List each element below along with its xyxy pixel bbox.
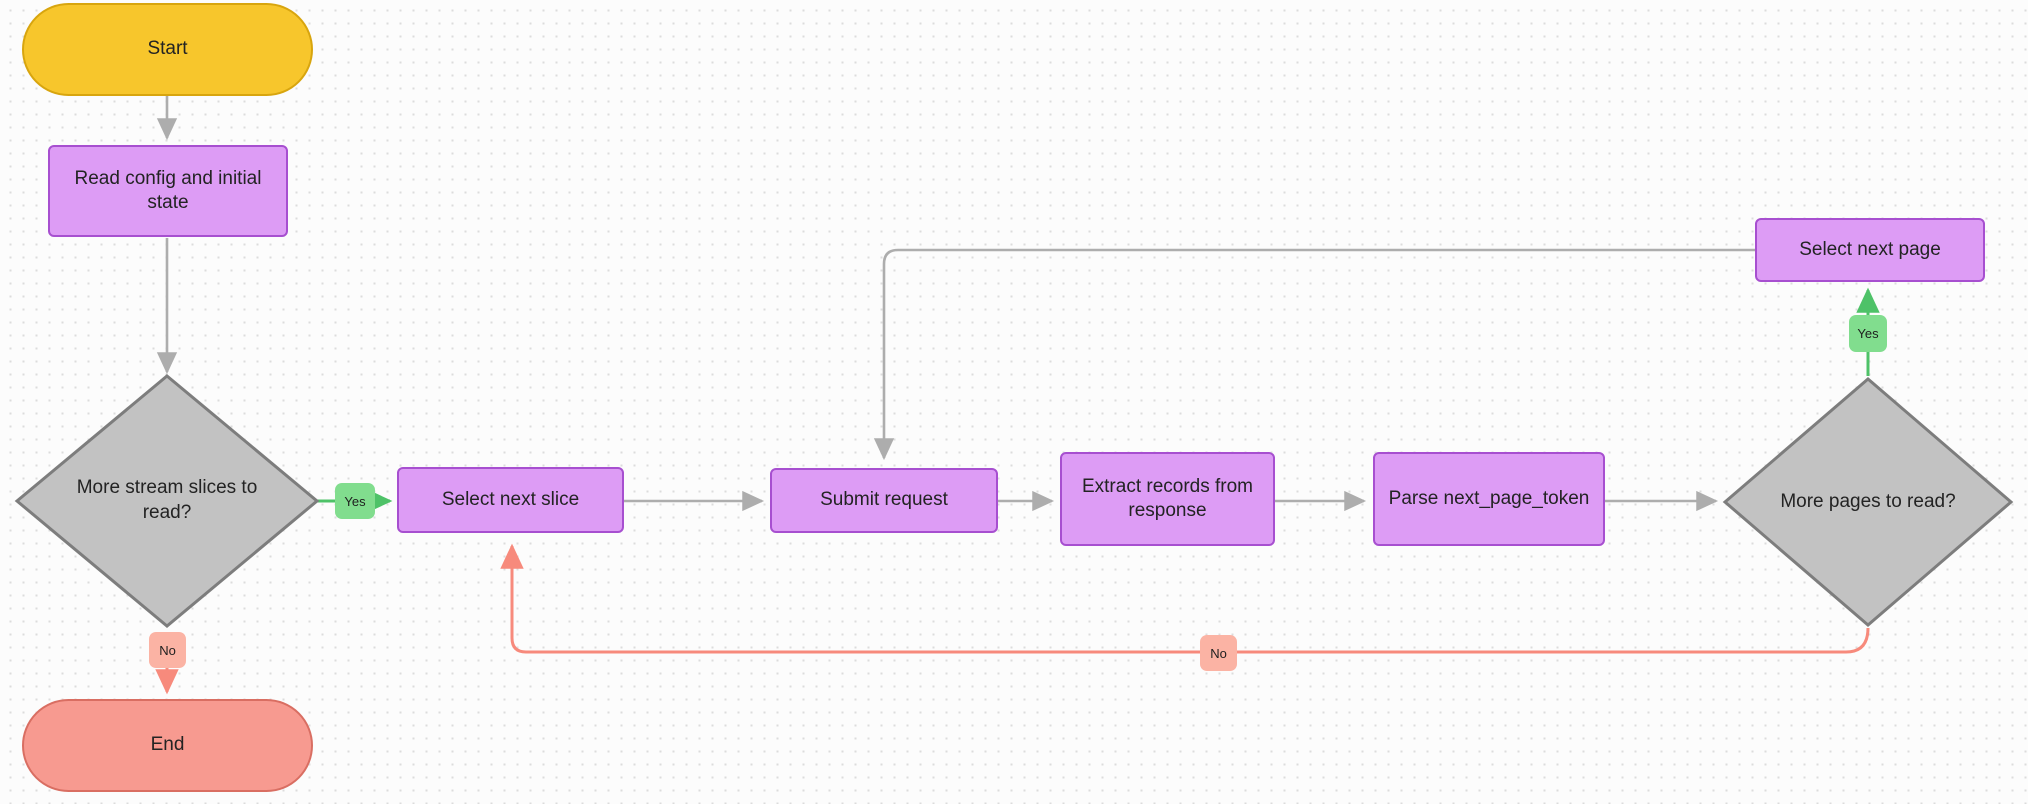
node-extract-records[interactable]: Extract records from response [1060, 452, 1275, 546]
edge-label-text: No [159, 642, 176, 658]
edge-label-more-slices-yes: Yes [335, 483, 375, 519]
edge-select-page-to-submit-loop [873, 248, 1755, 461]
edge-label-text: Yes [1857, 326, 1879, 341]
node-extract-records-label: Extract records from response [1081, 475, 1254, 521]
edge-label-more-slices-no: No [149, 632, 186, 668]
edge-more-pages-no-loop [500, 543, 1870, 654]
node-end[interactable]: End [22, 699, 313, 792]
node-select-next-slice[interactable]: Select next slice [397, 467, 624, 533]
node-select-next-page[interactable]: Select next page [1755, 218, 1985, 282]
node-select-next-page-label: Select next page [1799, 238, 1941, 260]
edge-label-text: No [1210, 645, 1227, 661]
node-read-config[interactable]: Read config and initial state [48, 145, 288, 237]
node-select-next-slice-label: Select next slice [441, 488, 580, 510]
node-more-stream-slices-label: More stream slices to read? [76, 477, 258, 523]
node-more-stream-slices[interactable]: More stream slices to read? [14, 373, 320, 629]
node-parse-next-page-token[interactable]: Parse next_page_token [1373, 452, 1605, 546]
node-submit-request-label: Submit request [820, 489, 948, 511]
node-more-pages-label: More pages to read? [1780, 490, 1956, 512]
node-parse-next-page-token-label: Parse next_page_token [1388, 487, 1590, 509]
node-start[interactable]: Start [22, 3, 313, 96]
node-read-config-label: Read config and initial state [74, 167, 262, 213]
edge-label-more-pages-yes: Yes [1849, 315, 1887, 352]
node-start-label: Start [147, 38, 188, 60]
node-end-label: End [150, 734, 185, 756]
node-submit-request[interactable]: Submit request [770, 468, 998, 533]
diamond-shape [14, 374, 320, 628]
edge-label-more-pages-no: No [1200, 635, 1237, 671]
edge-label-text: Yes [344, 493, 366, 509]
node-more-pages[interactable]: More pages to read? [1722, 376, 2014, 628]
